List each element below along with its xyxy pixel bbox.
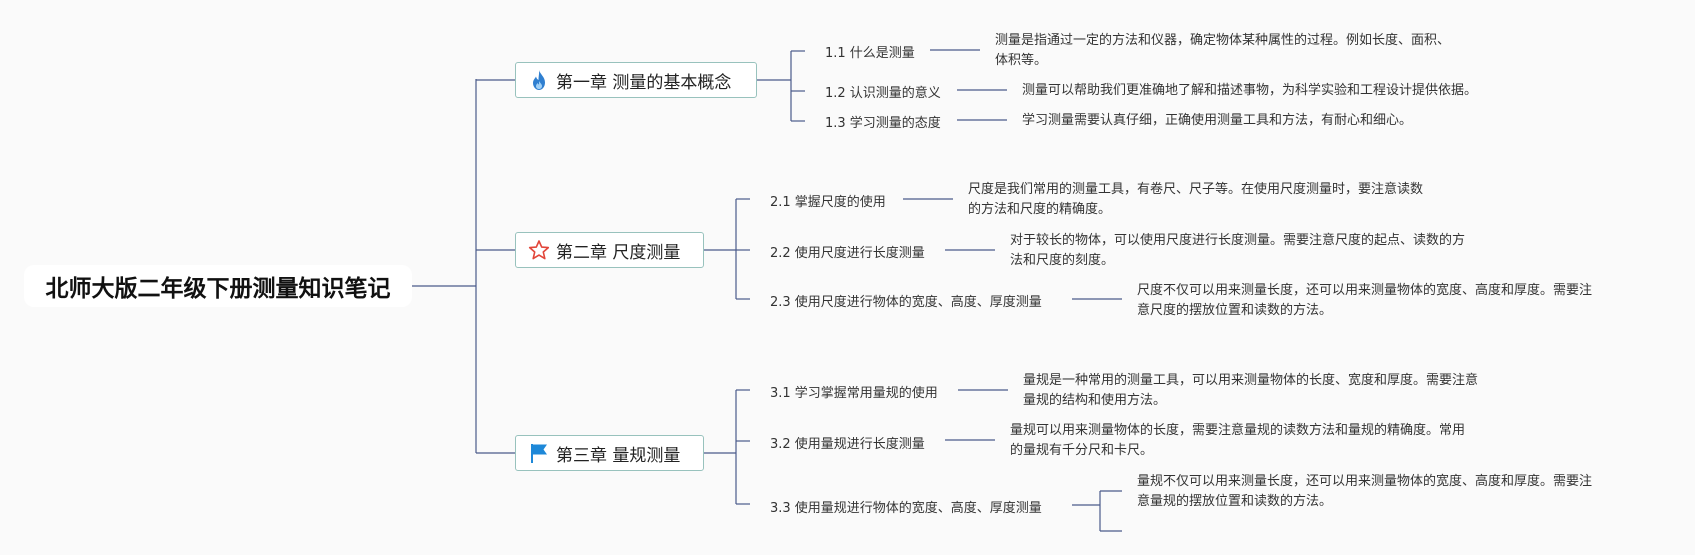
note-2-3-line-1: 尺度不仅可以用来测量长度，还可以用来测量物体的宽度、高度和厚度。需要注 — [1137, 283, 1593, 298]
note-3-3: 量规不仅可以用来测量长度，还可以用来测量物体的宽度、高度和厚度。需要注 意量规的… — [1137, 472, 1592, 512]
note-3-2-line-2: 的量规有千分尺和卡尺。 — [1010, 443, 1154, 458]
topic-3-1[interactable]: 3.1 学习掌握常用量规的使用 — [770, 386, 938, 401]
topic-1-1[interactable]: 1.1 什么是测量 — [825, 46, 915, 61]
note-3-1-line-1: 量规是一种常用的测量工具，可以用来测量物体的长度、宽度和厚度。需要注意 — [1023, 373, 1479, 388]
note-2-3: 尺度不仅可以用来测量长度，还可以用来测量物体的宽度、高度和厚度。需要注 意尺度的… — [1137, 281, 1592, 321]
topic-2-1[interactable]: 2.1 掌握尺度的使用 — [770, 195, 886, 210]
chapter-3-title: 第三章 量规测量 — [556, 445, 681, 466]
note-3-2-line-1: 量规可以用来测量物体的长度，需要注意量规的读数方法和量规的精确度。常用 — [1010, 423, 1466, 438]
topic-2-3[interactable]: 2.3 使用尺度进行物体的宽度、高度、厚度测量 — [770, 295, 1042, 310]
note-3-2: 量规可以用来测量物体的长度，需要注意量规的读数方法和量规的精确度。常用 的量规有… — [1010, 421, 1465, 461]
root-topic[interactable]: 北师大版二年级下册测量知识笔记 — [24, 265, 412, 307]
note-1-3-line-1: 学习测量需要认真仔细，正确使用测量工具和方法，有耐心和细心。 — [1022, 113, 1413, 128]
note-2-2: 对于较长的物体，可以使用尺度进行长度测量。需要注意尺度的起点、读数的方 法和尺度… — [1010, 231, 1465, 271]
note-2-1-line-1: 尺度是我们常用的测量工具，有卷尺、尺子等。在使用尺度测量时，要注意读数 — [968, 182, 1424, 197]
note-2-1: 尺度是我们常用的测量工具，有卷尺、尺子等。在使用尺度测量时，要注意读数 的方法和… — [968, 180, 1423, 220]
chapter-1-title: 第一章 测量的基本概念 — [556, 72, 732, 93]
note-2-2-line-1: 对于较长的物体，可以使用尺度进行长度测量。需要注意尺度的起点、读数的方 — [1010, 233, 1466, 248]
flame-icon — [528, 68, 550, 92]
topic-2-2[interactable]: 2.2 使用尺度进行长度测量 — [770, 246, 925, 261]
root-title: 北师大版二年级下册测量知识笔记 — [45, 276, 391, 302]
note-1-3: 学习测量需要认真仔细，正确使用测量工具和方法，有耐心和细心。 — [1022, 111, 1412, 131]
chapter-1-node[interactable]: 第一章 测量的基本概念 — [515, 62, 757, 98]
note-2-2-line-2: 法和尺度的刻度。 — [1010, 253, 1115, 268]
chapter-3-node[interactable]: 第三章 量规测量 — [515, 435, 704, 471]
flag-icon — [528, 441, 550, 465]
topic-3-3[interactable]: 3.3 使用量规进行物体的宽度、高度、厚度测量 — [770, 501, 1042, 516]
note-1-2-line-1: 测量可以帮助我们更准确地了解和描述事物，为科学实验和工程设计提供依据。 — [1022, 83, 1478, 98]
note-2-1-line-2: 的方法和尺度的精确度。 — [968, 202, 1112, 217]
chapter-2-title: 第二章 尺度测量 — [556, 242, 681, 263]
topic-1-3[interactable]: 1.3 学习测量的态度 — [825, 116, 941, 131]
chapter-2-node[interactable]: 第二章 尺度测量 — [515, 232, 704, 268]
note-3-3-line-2: 意量规的摆放位置和读数的方法。 — [1137, 494, 1333, 509]
note-1-1-line-2: 体积等。 — [995, 53, 1048, 68]
note-1-1: 测量是指通过一定的方法和仪器，确定物体某种属性的过程。例如长度、面积、 体积等。 — [995, 31, 1450, 71]
note-1-2: 测量可以帮助我们更准确地了解和描述事物，为科学实验和工程设计提供依据。 — [1022, 81, 1477, 101]
topic-1-2[interactable]: 1.2 认识测量的意义 — [825, 86, 941, 101]
topic-3-2[interactable]: 3.2 使用量规进行长度测量 — [770, 437, 925, 452]
note-2-3-line-2: 意尺度的摆放位置和读数的方法。 — [1137, 303, 1333, 318]
note-1-1-line-1: 测量是指通过一定的方法和仪器，确定物体某种属性的过程。例如长度、面积、 — [995, 33, 1451, 48]
note-3-3-line-1: 量规不仅可以用来测量长度，还可以用来测量物体的宽度、高度和厚度。需要注 — [1137, 474, 1593, 489]
note-3-1-line-2: 量规的结构和使用方法。 — [1023, 393, 1167, 408]
note-3-1: 量规是一种常用的测量工具，可以用来测量物体的长度、宽度和厚度。需要注意 量规的结… — [1023, 371, 1478, 411]
star-icon — [528, 238, 550, 262]
